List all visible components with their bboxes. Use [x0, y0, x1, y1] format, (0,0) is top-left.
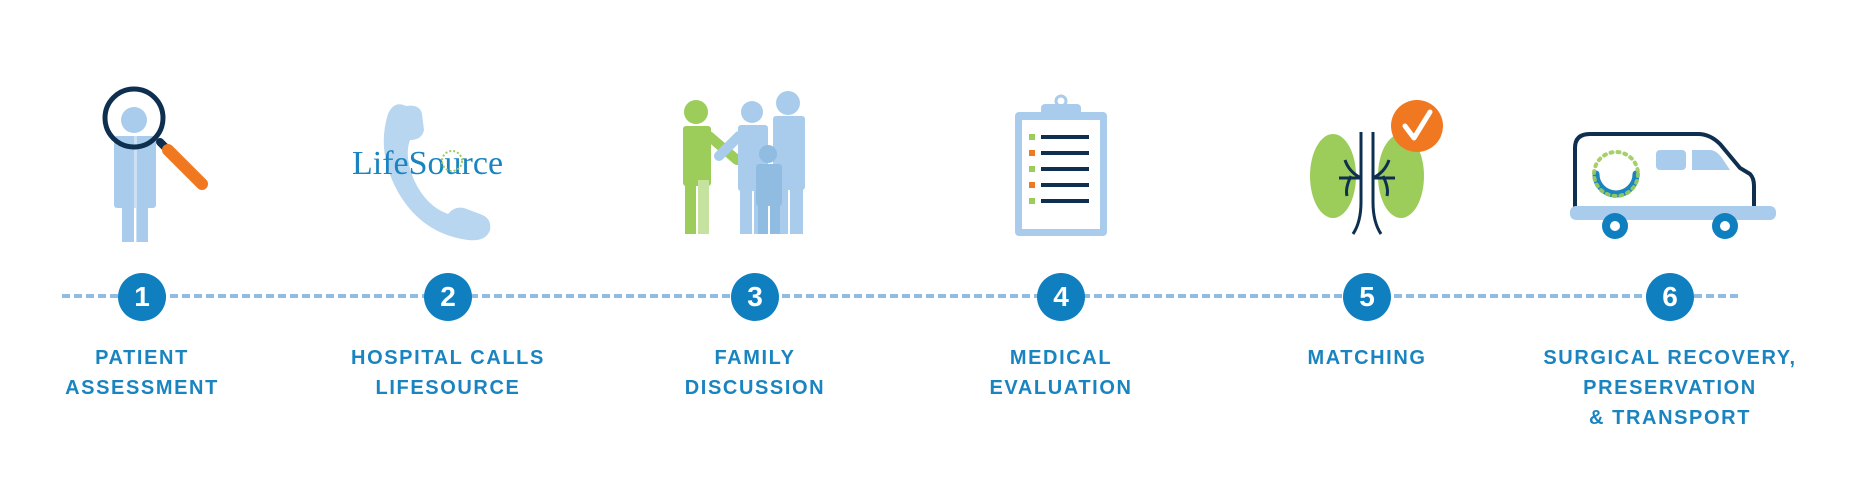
check-badge	[1391, 100, 1443, 152]
label-line: SURGICAL RECOVERY,	[1543, 347, 1797, 369]
step-number: 1	[118, 273, 166, 321]
van-icon	[1570, 92, 1776, 242]
family-icon	[655, 91, 855, 242]
step-6: 6 SURGICAL RECOVERY, PRESERVATION & TRAN…	[1520, 0, 1820, 500]
label-line: EVALUATION	[989, 377, 1133, 399]
step-label: MATCHING	[1217, 343, 1517, 373]
step-label: MEDICAL EVALUATION	[911, 343, 1211, 403]
lifesource-logo: LifeSource	[352, 145, 503, 182]
clipboard-icon	[961, 92, 1161, 242]
label-line: MATCHING	[1307, 347, 1427, 369]
dashed-timeline	[62, 294, 1738, 298]
step-number: 5	[1343, 273, 1391, 321]
step-label: FAMILY DISCUSSION	[605, 343, 905, 403]
magnifier-person-icon	[42, 86, 242, 242]
label-line: HOSPITAL CALLS	[351, 347, 545, 369]
step-3: 3 FAMILY DISCUSSION	[605, 0, 905, 500]
kidneys-check-icon	[1267, 92, 1467, 242]
step-label: HOSPITAL CALLS LIFESOURCE	[298, 343, 598, 403]
label-line: DISCUSSION	[684, 377, 826, 399]
step-number: 2	[424, 273, 472, 321]
step-label: PATIENT ASSESSMENT	[0, 343, 292, 403]
step-label: SURGICAL RECOVERY, PRESERVATION & TRANSP…	[1520, 343, 1820, 433]
step-5: 5 MATCHING	[1217, 0, 1517, 500]
label-line: PATIENT	[95, 347, 189, 369]
step-4: 4 MEDICAL EVALUATION	[911, 0, 1211, 500]
label-line: FAMILY	[714, 347, 796, 369]
step-1: 1 PATIENT ASSESSMENT	[0, 0, 292, 500]
step-number: 6	[1646, 273, 1694, 321]
label-line: PRESERVATION	[1583, 377, 1757, 399]
label-line: ASSESSMENT	[65, 377, 219, 399]
step-2: LifeSource 2 HOSPITAL CALLS LIFESOURCE	[298, 0, 598, 500]
phone-icon: LifeSource	[348, 92, 548, 242]
label-line: & TRANSPORT	[1588, 407, 1752, 429]
step-number: 4	[1037, 273, 1085, 321]
step-number: 3	[731, 273, 779, 321]
label-line: LIFESOURCE	[375, 377, 521, 399]
label-line: MEDICAL	[1009, 347, 1113, 369]
